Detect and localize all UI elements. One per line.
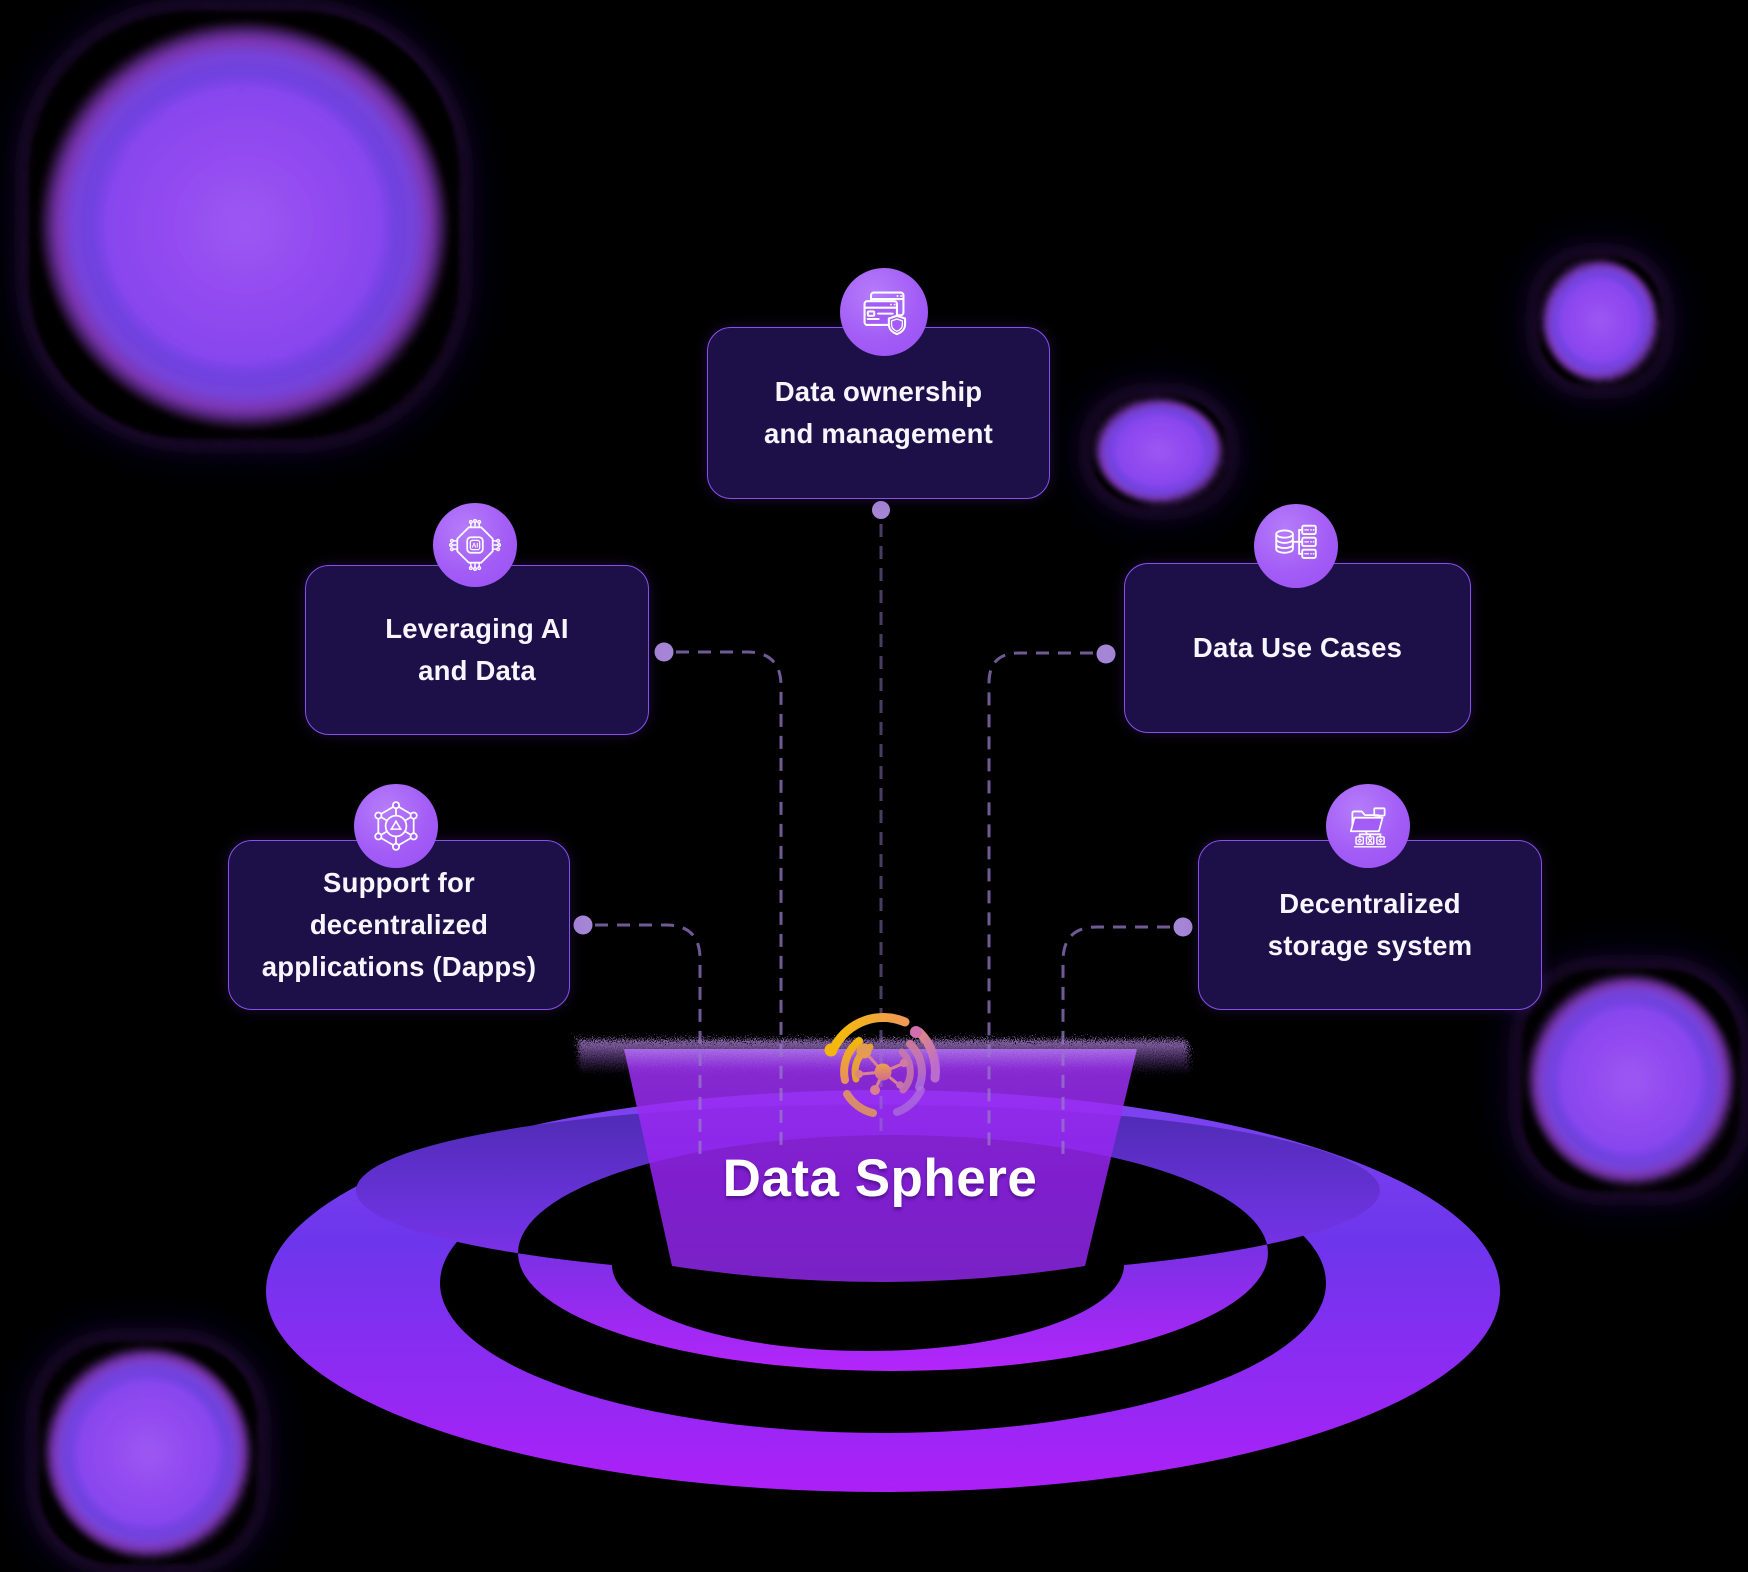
card-label: decentralized [309, 909, 489, 940]
card-label: Support for [323, 867, 475, 898]
glow-blob-middle [1091, 395, 1227, 507]
hexagon-network-icon [374, 801, 418, 851]
card-data-use-cases-badge [1254, 504, 1338, 588]
glow-blob-top-left [28, 10, 460, 440]
card-label: Data ownership [774, 376, 983, 407]
connector-right [987, 651, 1093, 1150]
center-title: Data Sphere [722, 1148, 1038, 1208]
browser-shield-icon [863, 291, 907, 336]
card-label: Decentralized [1279, 888, 1461, 919]
glow-blob-bottom-left [38, 1341, 258, 1565]
connector-left [676, 650, 783, 1150]
orbit-rings [266, 1090, 1500, 1492]
card-label: storage system [1267, 930, 1473, 961]
card-leveraging-ai: Leveraging AI and Data [305, 565, 649, 735]
orbit-network-logo [824, 1013, 940, 1117]
card-leveraging-ai-badge: AI [433, 503, 517, 587]
card-label: Leveraging AI [385, 613, 569, 644]
connector-dots [573, 501, 1193, 937]
ai-chip-icon: AI [449, 519, 501, 571]
connector-bottom-left [595, 923, 702, 1162]
card-label: and Data [418, 655, 536, 686]
card-dapps-support-badge [354, 784, 438, 868]
card-data-ownership-badge [840, 268, 928, 356]
folder-tree-icon [1349, 807, 1387, 848]
card-dapps-support: Support for decentralized applications (… [228, 840, 570, 1010]
card-label: and management [764, 418, 993, 449]
glow-blob-right [1521, 968, 1741, 1192]
database-servers-icon [1275, 524, 1317, 559]
ai-chip-label: AI [472, 543, 479, 550]
card-label: applications (Dapps) [261, 951, 537, 982]
connector-bottom-right [1061, 925, 1170, 1162]
card-label: Data Use Cases [1192, 632, 1403, 663]
glow-blob-top-right [1538, 256, 1662, 386]
card-decentralized-storage-badge [1326, 784, 1410, 868]
card-decentralized-storage: Decentralized storage system [1198, 840, 1542, 1010]
card-data-use-cases: Data Use Cases [1124, 563, 1471, 733]
connector-lines [595, 524, 1170, 1162]
